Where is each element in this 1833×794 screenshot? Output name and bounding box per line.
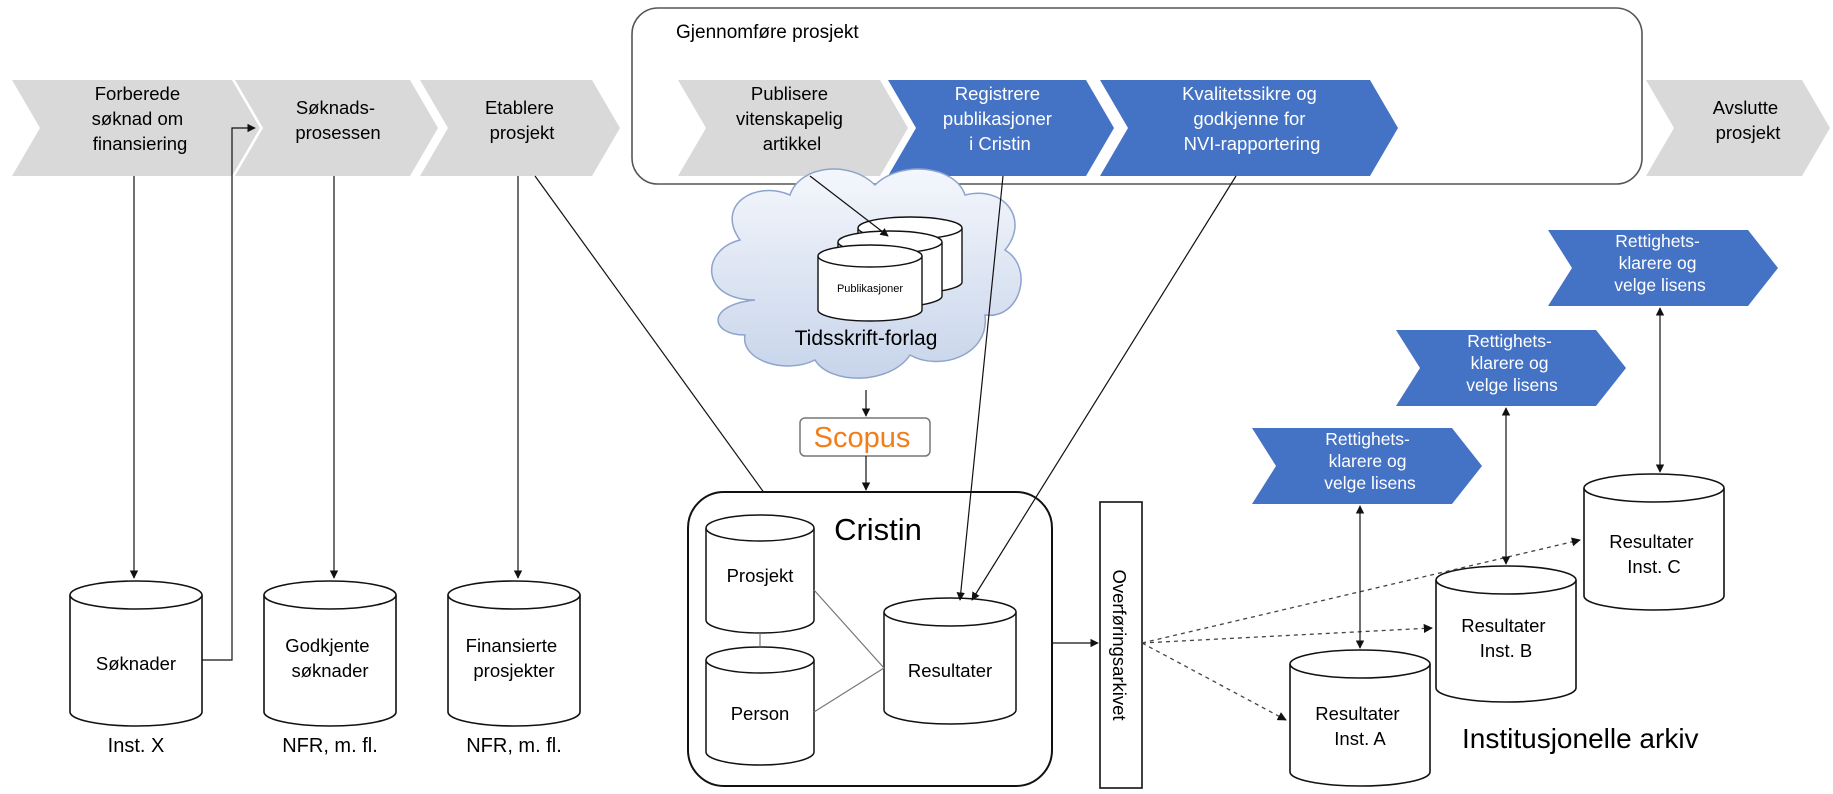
stage-avslutte: Avslutte prosjekt (1646, 80, 1830, 176)
db-resultater (883, 597, 1017, 725)
arrow-overforing-inst-a (1141, 642, 1287, 721)
scopus-logo: Scopus (799, 417, 931, 457)
db-finansierte-caption: NFR, m. fl. (466, 735, 562, 757)
rights-chevron-a: Rettighets- klarere og velge lisens (1252, 428, 1482, 504)
link-prosjekt-resultater (813, 589, 885, 669)
svg-text:Publisere vitenskapelig: Publisere vitenskapelig artikkel (736, 83, 848, 154)
db-person-label: Person (731, 703, 790, 724)
db-inst-c (1583, 473, 1725, 611)
transfer-archive-box (1099, 501, 1143, 789)
db-godkjente-label: Godkjente søknader (285, 635, 374, 681)
stage-kvalitetssikre: Kvalitetssikre og godkjenne for NVI-rapp… (1100, 80, 1398, 176)
stage-forberede: Forberede søknad om finansiering (12, 80, 260, 176)
db-publikasjoner (817, 216, 963, 322)
db-inst-c-label: Resultater Inst. C (1609, 531, 1698, 577)
svg-text:Kvalitetssikre og godkje: Kvalitetssikre og godkjenne for NVI-rapp… (1182, 83, 1322, 154)
stage-etablere: Etablere prosjekt (420, 80, 620, 176)
db-prosjekt (705, 514, 815, 634)
db-inst-b-label: Resultater Inst. B (1461, 615, 1550, 661)
svg-text:Rettighets- klarere og: Rettighets- klarere og velge lisens (1614, 231, 1706, 295)
svg-text:Etablere prosjekt: Etablere prosjekt (485, 97, 559, 143)
stage-publisere: Publisere vitenskapelig artikkel (678, 80, 908, 176)
db-inst-a-label: Resultater Inst. A (1315, 703, 1404, 749)
cloud-label: Tidsskrift-forlag (795, 327, 938, 350)
db-finansierte (447, 580, 581, 727)
arrow-overforing-inst-b (1141, 623, 1433, 644)
db-godkjente-caption: NFR, m. fl. (282, 735, 378, 757)
db-prosjekt-label: Prosjekt (727, 565, 794, 586)
arrow-kvalitetssikre-resultater (971, 175, 1237, 601)
db-inst-a (1289, 649, 1431, 787)
svg-text:Scopus: Scopus (814, 422, 911, 454)
stage-registrere: Registrere publikasjoner i Cristin (888, 80, 1114, 176)
arrow-publisere-publikasjoner (809, 175, 889, 237)
arrow-registrere-resultater (956, 175, 1004, 601)
db-godkjente (263, 580, 397, 727)
svg-text:Registrere publikasjoner: Registrere publikasjoner i Cristin (943, 83, 1057, 154)
rights-chevron-c: Rettighets- klarere og velge lisens (1548, 230, 1778, 306)
rights-chevron-b: Rettighets- klarere og velge lisens (1396, 330, 1626, 406)
svg-text:Avslutte prosjekt: Avslutte prosjekt (1713, 97, 1784, 143)
stage-soknadsprosessen: Søknads- prosessen (235, 80, 438, 176)
db-soknader-label: Søknader (96, 653, 176, 674)
link-person-resultater (813, 667, 885, 713)
svg-text:Forberede søknad om: Forberede søknad om finansiering (92, 83, 189, 154)
svg-text:Søknads- prosessen: Søknads- prosessen (295, 97, 380, 143)
arrow-soknader-soknadsprosess (202, 123, 256, 661)
frame-title: Gjennomføre prosjekt (676, 22, 859, 43)
db-person (705, 646, 815, 766)
transfer-archive-label: Overføringsarkivet (1109, 569, 1130, 720)
cristin-title: Cristin (834, 512, 922, 547)
institutional-label: Institusjonelle arkiv (1462, 723, 1699, 754)
svg-text:Rettighets- klarere og: Rettighets- klarere og velge lisens (1324, 429, 1416, 493)
svg-text:Rettighets- klarere og: Rettighets- klarere og velge lisens (1466, 331, 1558, 395)
db-finansierte-label: Finansierte prosjekter (466, 635, 563, 681)
db-publikasjoner-label: Publikasjoner (837, 283, 903, 295)
db-soknader-caption: Inst. X (108, 735, 165, 757)
db-resultater-label: Resultater (908, 660, 992, 681)
db-soknader (69, 580, 203, 727)
db-inst-b (1435, 565, 1577, 703)
arrow-etablere-prosjekt (534, 175, 779, 513)
